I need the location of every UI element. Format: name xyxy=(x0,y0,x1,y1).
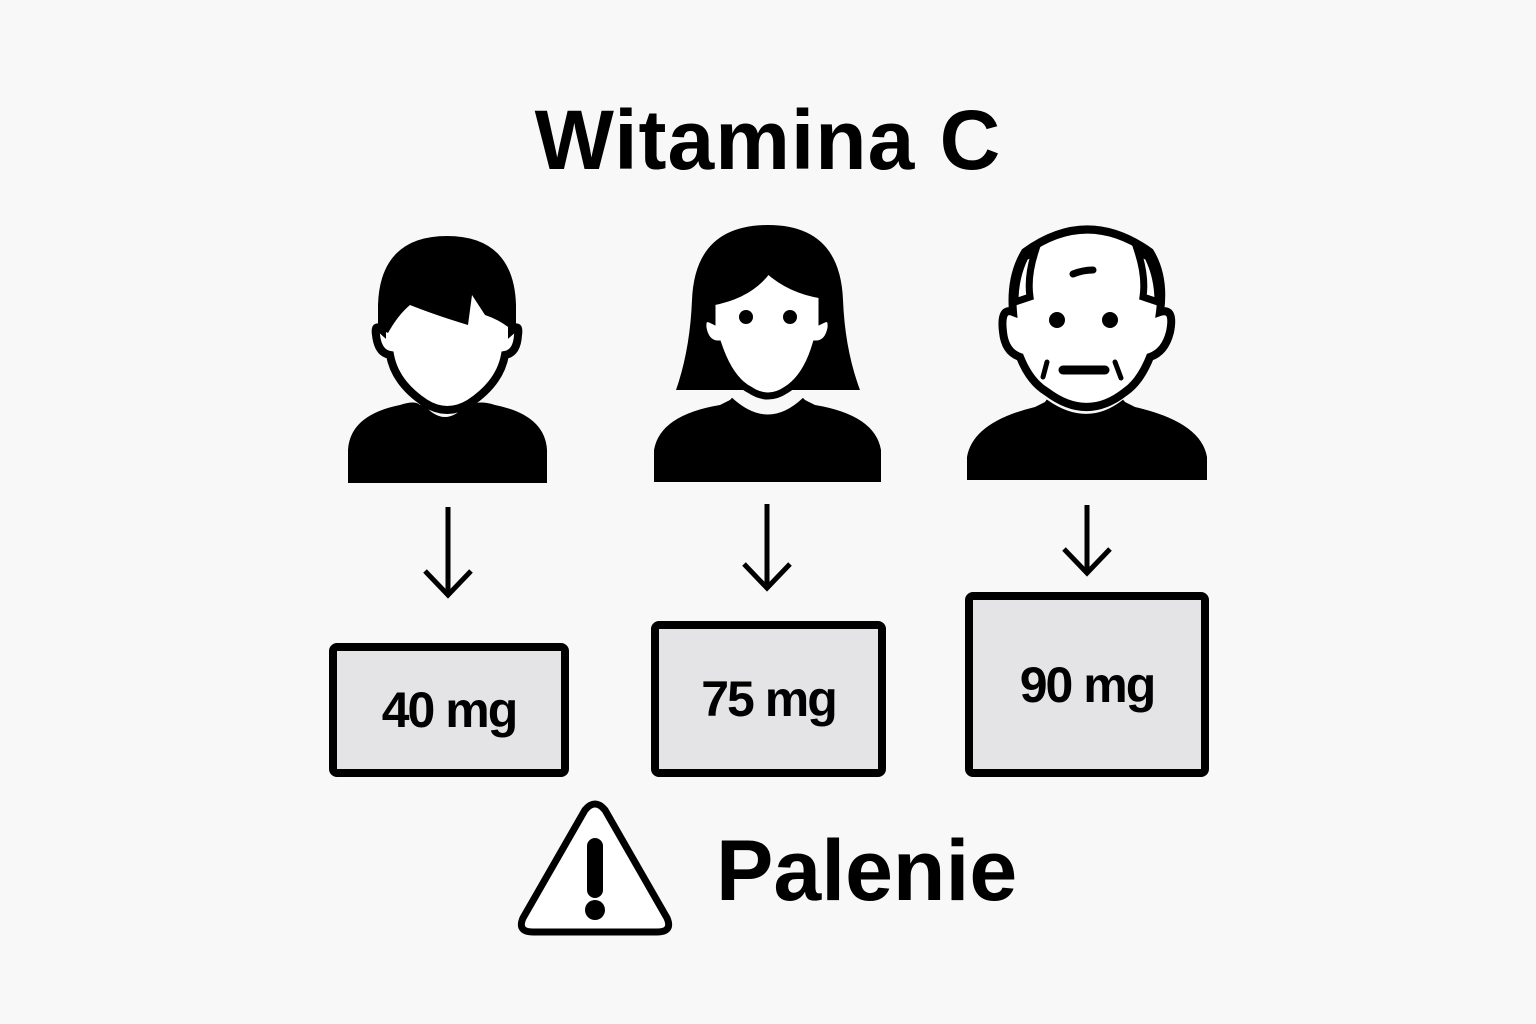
arrow-down-icon xyxy=(423,507,473,599)
child-icon xyxy=(348,235,547,483)
dose-value: 40 mg xyxy=(381,682,519,738)
dose-value: 90 mg xyxy=(1019,656,1157,713)
elderly-man-icon xyxy=(967,225,1207,480)
woman-icon xyxy=(654,225,881,482)
dose-box-elderly: 90 mg xyxy=(965,592,1209,777)
dose-box-child: 40 mg xyxy=(329,643,569,777)
page-title: Witamina C xyxy=(534,93,1002,187)
arrow-down-icon xyxy=(1062,505,1112,577)
dose-value: 75 mg xyxy=(701,671,838,727)
warning-triangle-icon xyxy=(517,800,673,936)
warning-label: Palenie xyxy=(716,823,1018,919)
dose-box-woman: 75 mg xyxy=(651,621,886,777)
arrow-down-icon xyxy=(742,504,792,592)
